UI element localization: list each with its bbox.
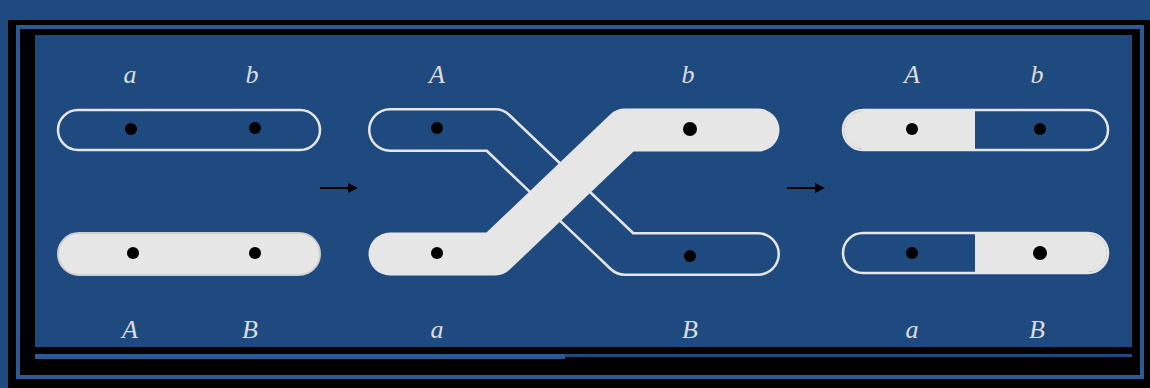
gene-label: a <box>124 60 137 89</box>
gene-label: a <box>906 315 919 344</box>
gene-label: a <box>431 315 444 344</box>
gene-locus <box>125 123 137 135</box>
chromosome-segment <box>975 234 1107 272</box>
gene-label-box: a <box>431 317 444 343</box>
gene-label: A <box>429 60 445 89</box>
gene-label: A <box>122 315 138 344</box>
panel <box>35 35 1132 357</box>
gene-locus <box>249 122 261 134</box>
gene-label-box: a <box>906 317 919 343</box>
chromosome <box>390 130 758 254</box>
chromosome <box>58 110 320 150</box>
gene-label-box: b <box>1031 62 1044 88</box>
gene-locus <box>431 247 443 259</box>
gene-label: b <box>1031 60 1044 89</box>
gene-locus <box>906 247 918 259</box>
gene-label: B <box>682 315 698 344</box>
process-arrow <box>320 187 352 189</box>
gene-label: B <box>242 315 258 344</box>
gene-label-box: a <box>124 62 137 88</box>
gene-label-box: b <box>682 62 695 88</box>
chromosome <box>843 233 1108 273</box>
gene-label-box: B <box>242 317 258 343</box>
panel-bottom-band <box>35 347 1132 354</box>
gene-label-box: b <box>246 62 259 88</box>
gene-locus <box>249 247 261 259</box>
process-arrow <box>787 187 819 189</box>
gene-label: A <box>904 60 920 89</box>
chromosome-segment <box>844 111 975 149</box>
gene-label-box: A <box>122 317 138 343</box>
chromosome <box>58 233 320 275</box>
gene-locus <box>1034 123 1046 135</box>
gene-locus <box>684 250 696 262</box>
gene-label-box: B <box>1029 317 1045 343</box>
gene-locus <box>906 123 918 135</box>
chromosome-outline <box>390 130 758 254</box>
chromosome <box>390 130 758 254</box>
gene-label: b <box>246 60 259 89</box>
frame-line <box>18 27 1142 377</box>
gene-locus <box>431 122 443 134</box>
gene-label: B <box>1029 315 1045 344</box>
process-arrow-head <box>815 183 825 193</box>
gene-label-box: A <box>429 62 445 88</box>
black-frame <box>8 20 1150 388</box>
gene-label: b <box>682 60 695 89</box>
panel-bottom-line <box>35 354 565 359</box>
chromosome <box>843 110 1108 150</box>
gene-locus <box>127 247 139 259</box>
gene-label-box: A <box>904 62 920 88</box>
gene-locus <box>683 122 697 136</box>
process-arrow-head <box>348 183 358 193</box>
gene-locus <box>1033 246 1047 260</box>
gene-label-box: B <box>682 317 698 343</box>
